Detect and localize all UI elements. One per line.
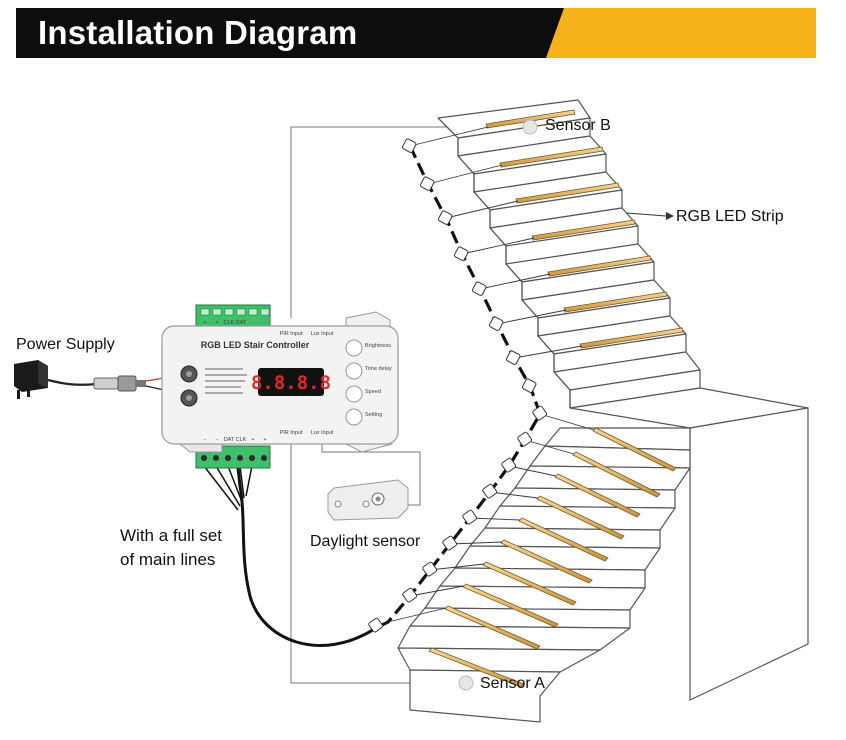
top-terminal-1: + — [203, 320, 206, 326]
led-strip-pointer — [625, 212, 667, 217]
bottom-port-2: Lux Input — [311, 430, 334, 436]
controller-title: RGB LED Stair Controller — [201, 340, 310, 350]
bottom-terminal-6: + — [263, 437, 266, 443]
daylight-sensor-label: Daylight sensor — [310, 533, 421, 550]
sensor-a-label: Sensor A — [480, 675, 545, 692]
sensor-b-label: Sensor B — [545, 117, 611, 134]
top-port-2: Lux Input — [311, 331, 334, 337]
main-lines-label-line2: of main lines — [120, 550, 216, 569]
top-terminal-3: CLK — [224, 320, 235, 326]
led-strips-upper — [485, 109, 684, 349]
led-strip-arrowhead — [666, 212, 674, 220]
step-wires — [387, 126, 595, 623]
power-supply-label: Power Supply — [16, 336, 115, 353]
power-cable — [47, 378, 97, 386]
daylight-sensor-module — [327, 479, 409, 521]
sensor-a-icon — [458, 675, 474, 691]
stair-landing — [569, 387, 809, 701]
top-port-1: PIR Input — [280, 331, 303, 337]
page-title: Installation Diagram — [38, 14, 358, 51]
sensor-b-icon — [522, 119, 538, 135]
setting-button-label: Setting — [365, 412, 382, 418]
led-strip-label: RGB LED Strip — [676, 208, 784, 225]
brightness-button-label: Brightness — [365, 343, 391, 349]
main-lines-label-line1: With a full set — [120, 526, 223, 545]
banner-accent-bar — [546, 8, 816, 58]
cable-to-controller — [236, 467, 377, 647]
top-terminal-5: - — [252, 320, 254, 326]
power-adapter-icon — [14, 360, 48, 399]
upper-stair-flight — [437, 99, 701, 409]
main-lines-label: With a full set of main lines — [120, 524, 280, 572]
top-terminal-2: + — [215, 320, 218, 326]
dc-plug-icon — [93, 375, 165, 392]
sensor-a-signal-line — [290, 440, 462, 684]
controller-display: 8.8.8.8 — [251, 372, 331, 394]
bottom-terminal-1: - — [204, 437, 206, 443]
top-terminal-6: - — [264, 320, 266, 326]
bottom-port-1: PIR Input — [280, 430, 303, 436]
time-delay-button-label: Time delay — [365, 366, 392, 372]
controller-output-wires — [203, 465, 253, 511]
bottom-terminal-3: DAT — [224, 437, 235, 443]
speed-button-label: Speed — [365, 389, 381, 395]
bottom-terminal-5: + — [251, 437, 254, 443]
title-banner: Installation Diagram — [16, 8, 816, 58]
stair-controller: RGB LED Stair Controller 8.8.8.8 + + CLK… — [161, 304, 399, 469]
top-terminal-4: DAT — [236, 320, 247, 326]
banner-dark-bar — [16, 8, 564, 58]
daylight-sensor-line — [321, 440, 421, 506]
bottom-terminal-2: - — [216, 437, 218, 443]
led-strips-lower — [428, 427, 677, 688]
cable-connectors — [368, 138, 548, 633]
bottom-terminal-4: CLK — [236, 437, 247, 443]
